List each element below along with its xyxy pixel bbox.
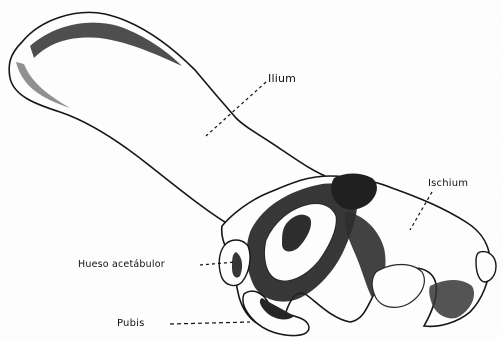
label-ilium: Ilium bbox=[268, 72, 296, 85]
label-pubis: Pubis bbox=[117, 318, 145, 329]
label-ischium: Ischium bbox=[428, 178, 468, 189]
label-acetabulum: Hueso acetábulor bbox=[78, 259, 165, 270]
